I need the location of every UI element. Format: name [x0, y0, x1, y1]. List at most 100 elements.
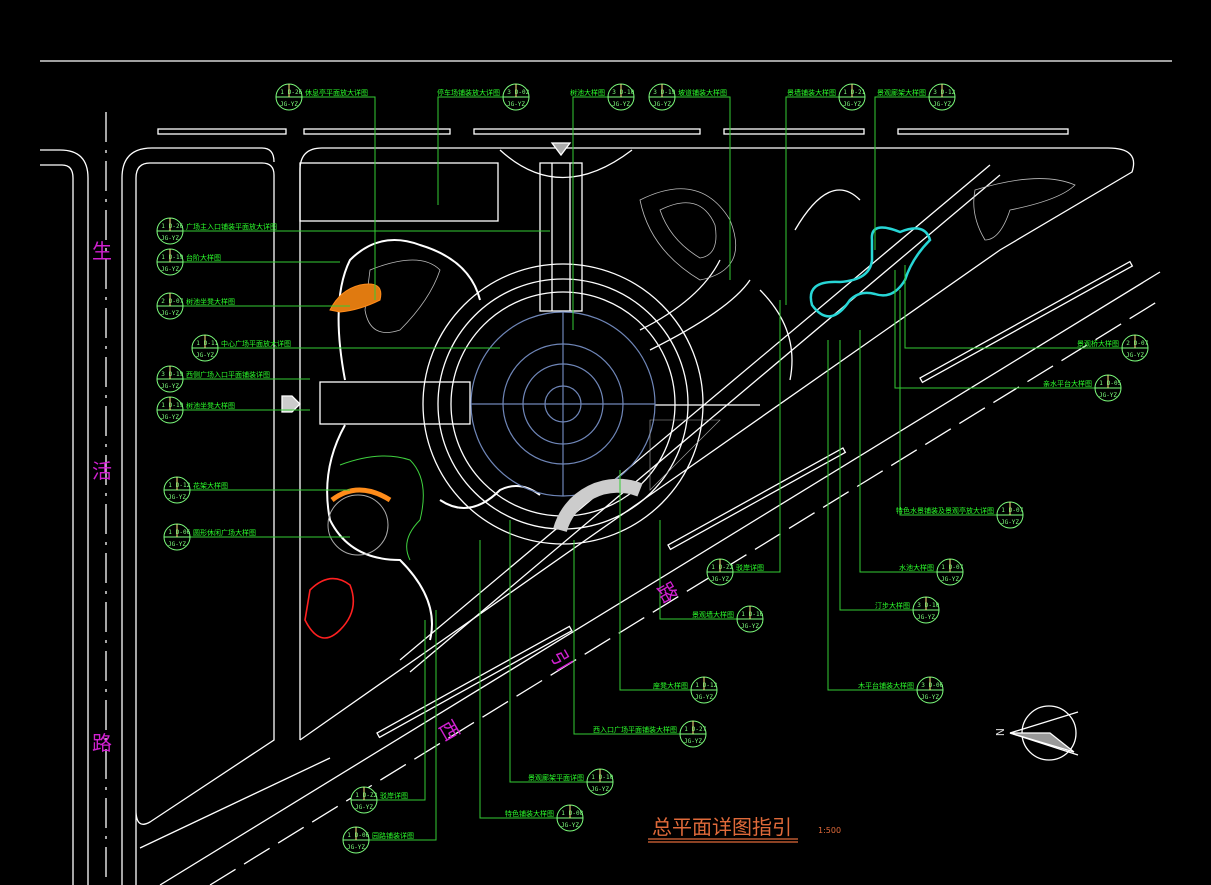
callout-label: 亲水平台大样图	[1043, 379, 1092, 388]
arc-walk	[639, 259, 721, 331]
callout-code: JG-YZ	[843, 101, 861, 108]
leader-line	[573, 540, 680, 735]
callout-code: JG-YZ	[1126, 352, 1144, 359]
callout-code: JG-YZ	[921, 694, 939, 701]
callout-label: 景墙铺装大样图	[787, 88, 836, 97]
leader-line	[839, 340, 913, 611]
hatched-lawn	[649, 419, 721, 491]
callout-label: 休息亭平面放大详图	[305, 88, 368, 97]
callout-label: 汀步大样图	[875, 601, 910, 610]
callout-label: 花架大样图	[193, 481, 228, 490]
callout-sheet: D-07	[1134, 340, 1149, 347]
west-entry-walk	[319, 381, 471, 425]
diagonal-curb	[376, 625, 573, 739]
leader-line	[899, 290, 997, 516]
callout-code: JG-YZ	[1099, 392, 1117, 399]
road-left-char: 活	[92, 459, 112, 483]
leader-line	[659, 520, 737, 620]
feature-layer	[304, 226, 932, 639]
callout-sheet: D-07	[1009, 507, 1024, 514]
callout-sheet: D-10	[599, 774, 614, 781]
callout-label: 树池大样图	[570, 88, 605, 97]
callout-code: JG-YZ	[591, 786, 609, 793]
callout-code: JG-YZ	[933, 101, 951, 108]
mound-contour	[659, 202, 717, 259]
flower-arc	[330, 487, 392, 503]
entry-arc	[499, 149, 633, 178]
callout-code: JG-YZ	[711, 576, 729, 583]
leader-line	[904, 265, 1122, 349]
road-diagonal-char: 西	[434, 716, 465, 745]
callout-number: 3	[917, 602, 921, 609]
road-edge-right	[121, 147, 275, 885]
callout-sheet: D-26	[169, 223, 184, 230]
callout-code: JG-YZ	[695, 694, 713, 701]
callout-label: 台阶大样图	[186, 253, 221, 262]
callout-sheet: D-19	[169, 371, 184, 378]
leader-lines	[183, 96, 1122, 841]
leader-line	[859, 330, 937, 573]
callout-code: JG-YZ	[355, 804, 373, 811]
callout-sheet: D-Z2	[719, 564, 734, 571]
callout-code: JG-YZ	[653, 101, 671, 108]
callout-label: 树池坐凳大样图	[186, 401, 235, 410]
entry-arrow	[550, 142, 572, 157]
road-edge-left	[40, 149, 89, 885]
callout-sheet: D-11	[204, 340, 219, 347]
callout-label: 景观廊架大样图	[877, 88, 926, 97]
callout-label: 树池坐凳大样图	[186, 297, 235, 306]
callout-label: 中心广场平面放大详图	[221, 339, 291, 348]
shrub-outline	[339, 455, 424, 561]
leader-line	[479, 540, 557, 819]
leader-line	[619, 470, 691, 691]
callout-sheet: D-27	[692, 726, 707, 733]
callout-code: JG-YZ	[941, 576, 959, 583]
callout-number: 2	[1126, 340, 1130, 347]
callout-label: 水池大样图	[899, 563, 934, 572]
callout-code: JG-YZ	[1001, 519, 1019, 526]
pond	[809, 226, 932, 318]
plaza-ring-outer	[422, 263, 704, 545]
callout-label: 景观廊架平面详图	[528, 773, 584, 782]
callout-number: 3	[653, 89, 657, 96]
arc-walk	[649, 279, 751, 351]
callout-code: JG-YZ	[161, 235, 179, 242]
callout-number: 1	[280, 89, 284, 96]
leader-line	[827, 340, 917, 691]
callout-number: 1	[168, 482, 172, 489]
north-label: N	[993, 728, 1006, 736]
callout-number: 1	[347, 832, 351, 839]
drawing-title: 总平面详图指引	[652, 815, 792, 839]
callout-number: 1	[168, 529, 172, 536]
mound-contour	[639, 188, 737, 281]
